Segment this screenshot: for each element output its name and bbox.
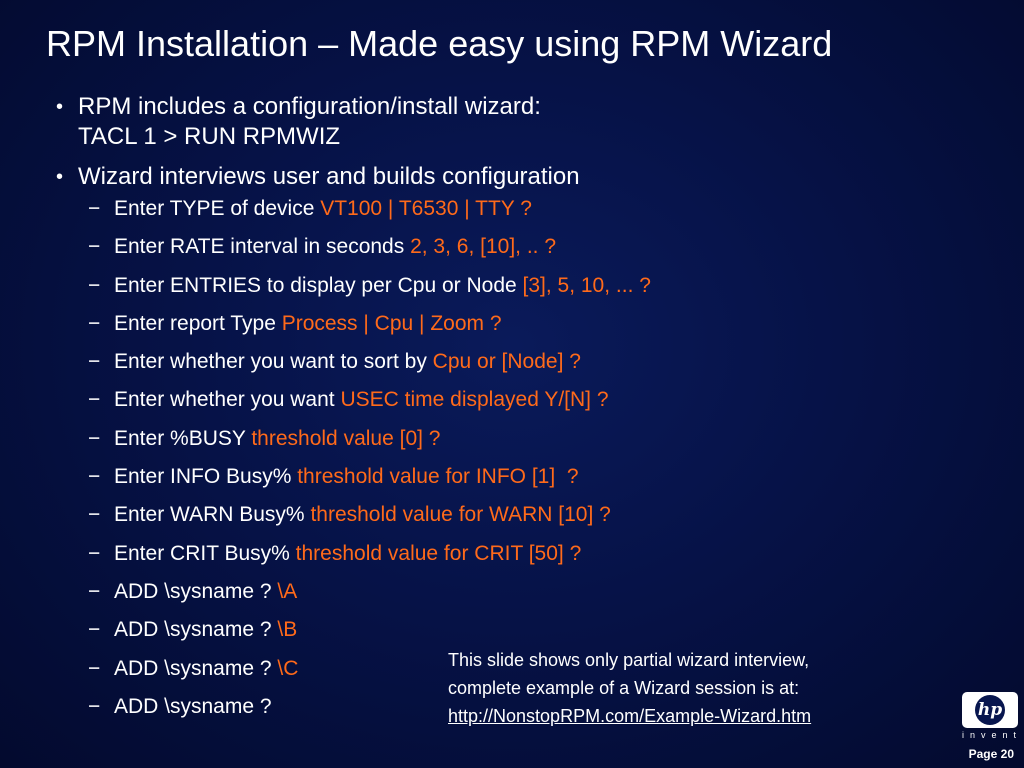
sub-item-option: threshold value for INFO [1] ? [297,465,579,489]
sub-item-option: \C [277,656,299,680]
sub-item: −Enter report Type Process | Cpu | Zoom … [56,311,956,349]
bullet-item: • Wizard interviews user and builds conf… [56,162,956,192]
bullet-text: RPM includes a configuration/install wiz… [78,93,541,120]
sub-item-option: [3], 5, 10, ... ? [522,273,651,297]
sub-item-text: Enter WARN Busy% [114,503,311,527]
sub-item-text: Enter CRIT Busy% [114,541,296,565]
sub-item-text: Enter whether you want to sort by [114,350,433,374]
example-wizard-link[interactable]: http://NonstopRPM.com/Example-Wizard.htm [448,706,812,726]
dash-icon: − [88,311,101,335]
sub-item-text: ADD \sysname ? [114,656,278,680]
sub-item: −Enter TYPE of device VT100 | T6530 | TT… [56,196,956,234]
sub-item-option: \A [277,579,298,603]
sub-item-text: ADD \sysname ? [114,694,272,718]
dash-icon: − [88,465,101,489]
footnote-line: complete example of a Wizard session is … [448,678,800,698]
hp-logo-icon: hp [975,695,1005,725]
dash-icon: − [88,694,101,718]
logo-tagline: invent [962,730,1023,740]
bullet-icon: • [56,166,64,188]
sub-item: −ADD \sysname ? \C [56,656,956,694]
sub-item-text: Enter ENTRIES to display per Cpu or Node [114,273,523,297]
sub-item: −Enter RATE interval in seconds 2, 3, 6,… [56,234,956,272]
sub-item-text: ADD \sysname ? [114,618,278,642]
page-number: Page 20 [968,747,1014,761]
dash-icon: − [88,197,101,220]
sub-item-text: Enter whether you want [114,388,341,412]
dash-icon: − [88,426,101,450]
sub-item-option: threshold value for CRIT [50] ? [295,541,582,565]
dash-icon: − [88,618,101,642]
sub-item: −Enter whether you want USEC time displa… [56,387,956,425]
sub-item: −ADD \sysname ? \A [56,579,956,617]
sub-item-text: Enter report Type [114,311,282,335]
dash-icon: − [88,579,101,603]
sub-item-option: 2, 3, 6, [10], .. ? [410,235,557,259]
sub-item-text: Enter RATE interval in seconds [114,235,411,259]
footnote: This slide shows only partial wizard int… [448,646,811,730]
dash-icon: − [88,388,101,412]
dash-icon: − [88,273,101,297]
sub-item: −Enter %BUSY threshold value [0] ? [56,426,956,464]
bullet-icon: • [56,96,64,118]
sub-item-option: Process | Cpu | Zoom ? [281,311,502,335]
bullet-text: Wizard interviews user and builds config… [78,163,580,190]
hp-logo: hp [962,692,1018,728]
sub-item: −ADD \sysname ? [56,694,956,732]
dash-icon: − [88,503,101,527]
sub-item-option: threshold value [0] ? [251,426,441,450]
dash-icon: − [88,656,101,680]
sub-item: −Enter ENTRIES to display per Cpu or Nod… [56,273,956,311]
bullet-item: • RPM includes a configuration/install w… [56,92,956,152]
sub-item: −Enter WARN Busy% threshold value for WA… [56,502,956,540]
sub-item-option: USEC time displayed Y/[N] ? [340,388,609,412]
sub-item: −ADD \sysname ? \B [56,617,956,655]
bullet-command: TACL 1 > RUN RPMWIZ [78,123,341,150]
sub-item: −Enter whether you want to sort by Cpu o… [56,349,956,387]
slide-title: RPM Installation – Made easy using RPM W… [46,23,833,64]
sub-item-option: \B [277,618,298,642]
dash-icon: − [88,541,101,565]
dash-icon: − [88,235,101,259]
sub-item-text: Enter TYPE of device [114,197,321,220]
footnote-line: This slide shows only partial wizard int… [448,650,810,670]
sub-item-option: VT100 | T6530 | TTY ? [320,197,532,220]
sub-item: −Enter CRIT Busy% threshold value for CR… [56,541,956,579]
bullet-list: • RPM includes a configuration/install w… [56,92,956,732]
dash-icon: − [88,350,101,374]
sub-item-option: threshold value for WARN [10] ? [310,503,611,527]
sub-item-text: Enter INFO Busy% [114,465,298,489]
sub-item-option: Cpu or [Node] ? [432,350,581,374]
sub-item-list: −Enter TYPE of device VT100 | T6530 | TT… [56,196,956,732]
sub-item: −Enter INFO Busy% threshold value for IN… [56,464,956,502]
sub-item-text: Enter %BUSY [114,426,252,450]
sub-item-text: ADD \sysname ? [114,579,278,603]
